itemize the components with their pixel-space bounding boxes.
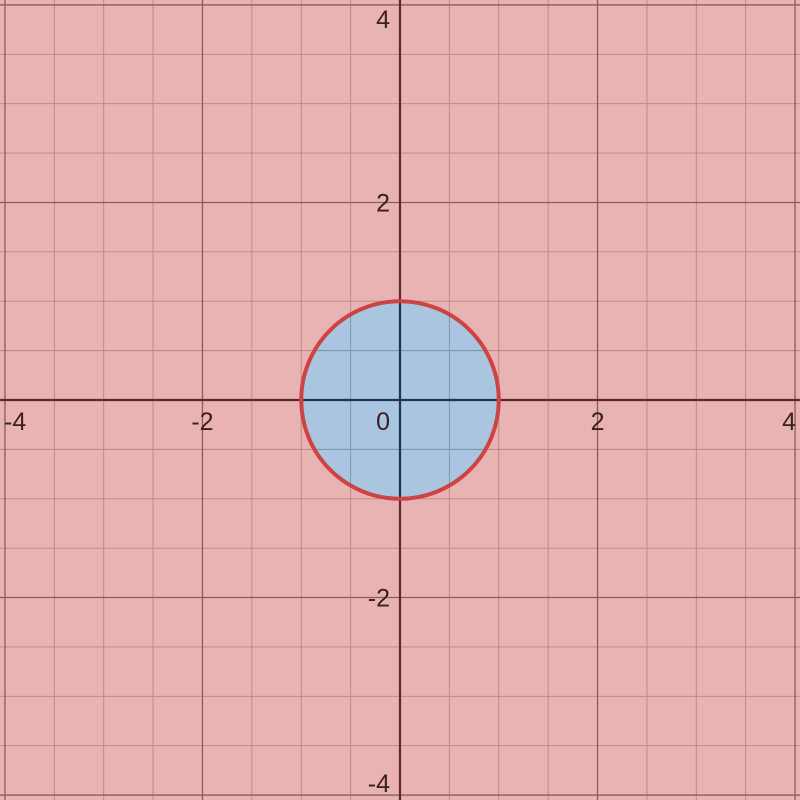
y-tick-label: -4	[368, 770, 390, 798]
circle-curve[interactable]	[299, 299, 501, 501]
x-tick-label: 2	[591, 408, 605, 436]
origin-label: 0	[376, 408, 390, 436]
x-tick-label: -2	[191, 408, 213, 436]
y-tick-label: 2	[376, 189, 390, 217]
tick-labels: -4 -2 2 4 4 2 -2 -4 0	[4, 6, 796, 798]
x-tick-label: 4	[782, 408, 796, 436]
y-tick-label: -2	[368, 585, 390, 613]
y-tick-label: 4	[376, 6, 390, 34]
x-tick-label: -4	[4, 408, 26, 436]
